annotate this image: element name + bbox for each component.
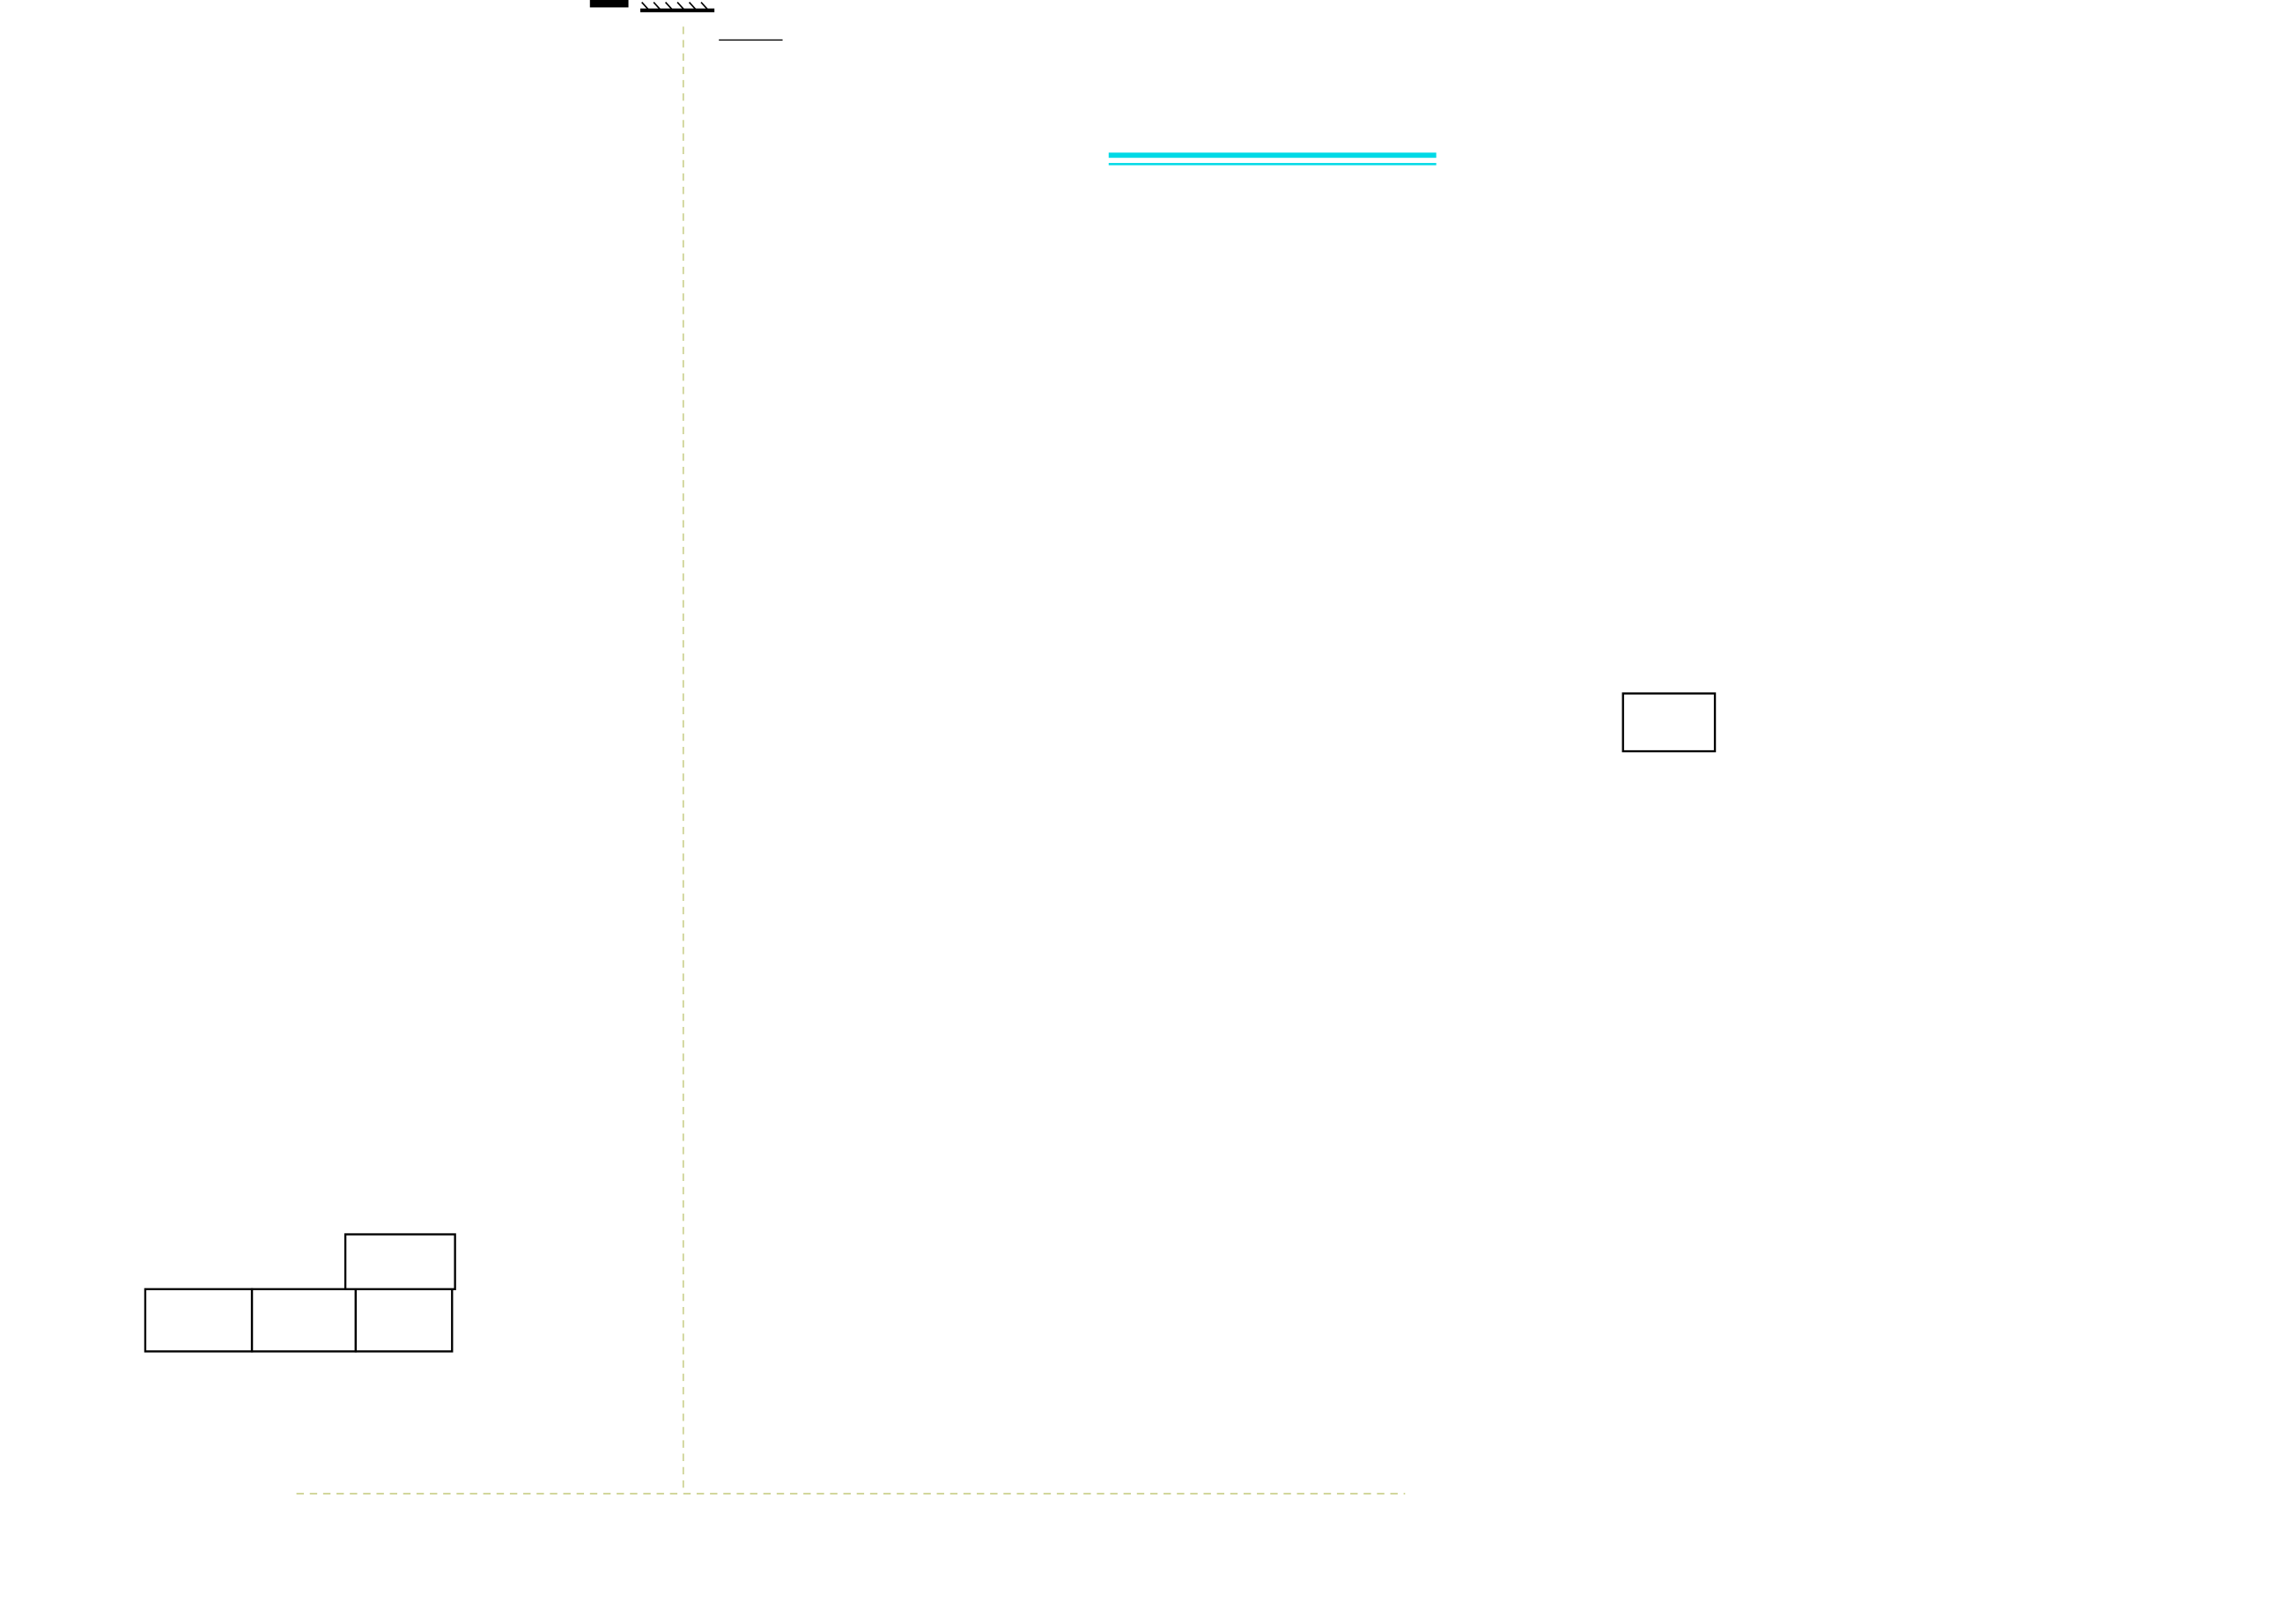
oxygen-manifold-box — [344, 1233, 456, 1290]
title-underline-thick — [1108, 152, 1437, 159]
roof-suction-station-box — [1621, 692, 1717, 753]
lox-station-box — [354, 1288, 454, 1353]
compressed-air-station-box — [144, 1288, 254, 1353]
suction-station-box — [250, 1288, 358, 1353]
roof-vent-cap — [589, 0, 629, 8]
vent-hatch-icon — [641, 1, 710, 11]
title-underline-thin — [1108, 163, 1437, 166]
